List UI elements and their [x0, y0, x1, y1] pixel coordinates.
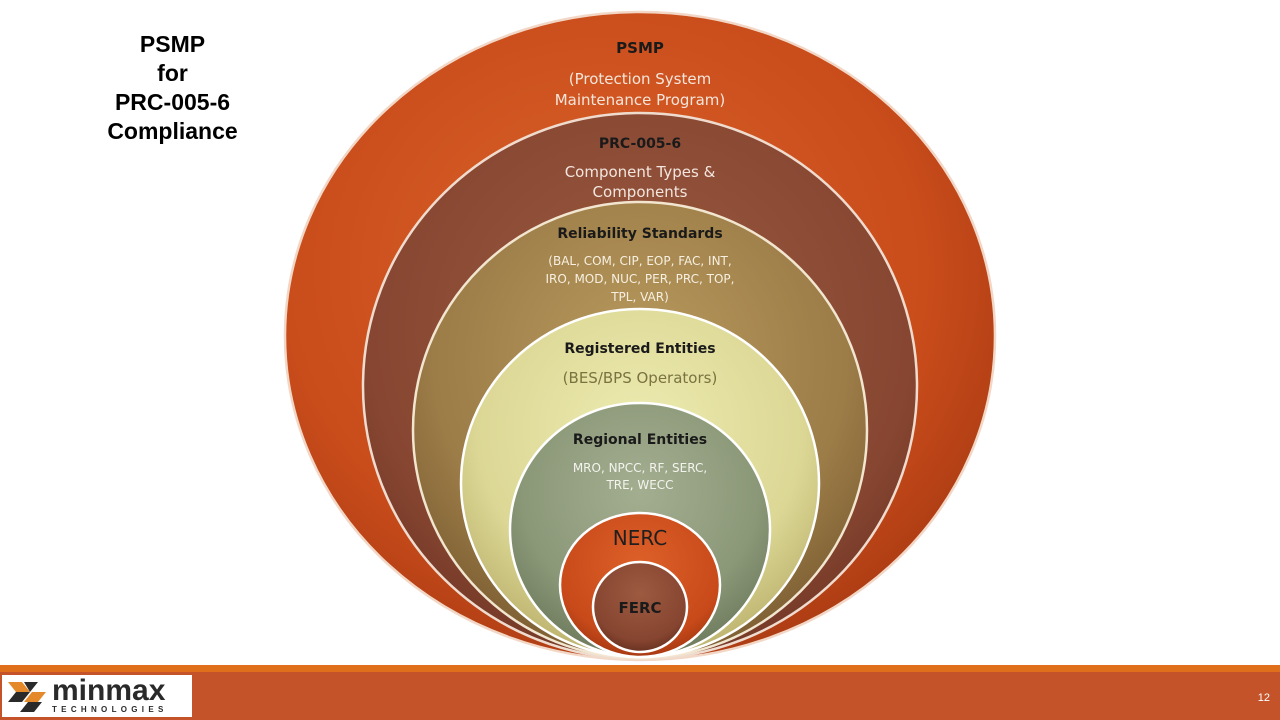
nerc-label: NERC [613, 526, 667, 550]
psmp-subtitle-line: (Protection System [569, 70, 711, 88]
page-number: 12 [1257, 692, 1270, 704]
psmp-title: PSMP [616, 39, 664, 57]
psmp-subtitle-line: Maintenance Program) [555, 91, 726, 109]
regional-title: Regional Entities [573, 432, 707, 448]
reliability-subtitle-line: TPL, VAR) [610, 290, 669, 304]
registered-title: Registered Entities [564, 341, 715, 357]
reliability-subtitle-line: IRO, MOD, NUC, PER, PRC, TOP, [546, 272, 735, 286]
footer-bar [0, 672, 1280, 720]
logo-word-max: max [105, 674, 166, 707]
slide-title-line: Compliance [107, 118, 238, 144]
prc-subtitle-line: Component Types & [565, 163, 716, 181]
registered-subtitle-line: (BES/BPS Operators) [563, 369, 718, 387]
logo-subtitle: TECHNOLOGIES [52, 705, 168, 714]
slide-title: PSMP for PRC-005-6 Compliance [70, 30, 275, 146]
reliability-title: Reliability Standards [557, 226, 722, 242]
company-logo: minmax TECHNOLOGIES [2, 675, 192, 717]
slide-title-line: for [157, 60, 188, 86]
slide-title-line: PRC-005-6 [114, 89, 231, 115]
regional-subtitle-line: TRE, WECC [605, 478, 673, 492]
logo-mark-icon [8, 682, 46, 712]
prc-subtitle-line: Components [593, 183, 688, 201]
logo-word-min: min [52, 674, 106, 707]
reliability-subtitle-line: (BAL, COM, CIP, EOP, FAC, INT, [548, 254, 731, 268]
prc-title: PRC-005-6 [599, 136, 681, 152]
ring-ferc [591, 560, 689, 654]
regional-subtitle-line: MRO, NPCC, RF, SERC, [573, 461, 707, 475]
nested-circles-diagram: PSMP (Protection System Maintenance Prog… [283, 10, 997, 662]
slide-title-line: PSMP [139, 31, 206, 57]
logo-wordmark: minmax [52, 676, 165, 706]
footer-accent-line [0, 665, 1280, 672]
ferc-label: FERC [618, 599, 661, 617]
